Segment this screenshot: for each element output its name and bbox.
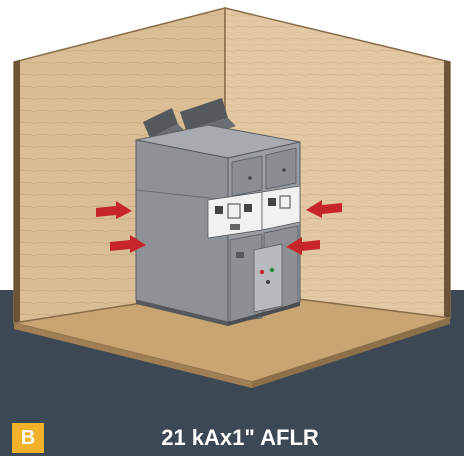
exhaust-duct-left (143, 108, 178, 138)
caption-bar: B 21 kAx1" AFLR (0, 417, 464, 456)
figure-caption: 21 kAx1" AFLR (161, 425, 319, 450)
arrow-left-icon (286, 237, 320, 255)
arrow-right-icon (110, 235, 146, 253)
figure-label-badge: B (12, 423, 44, 453)
exhaust-duct-right (180, 98, 228, 130)
control-panel-left (207, 191, 263, 239)
relay-box (253, 243, 283, 313)
arrow-right-icon (96, 201, 132, 219)
arrow-left-icon (306, 200, 342, 218)
